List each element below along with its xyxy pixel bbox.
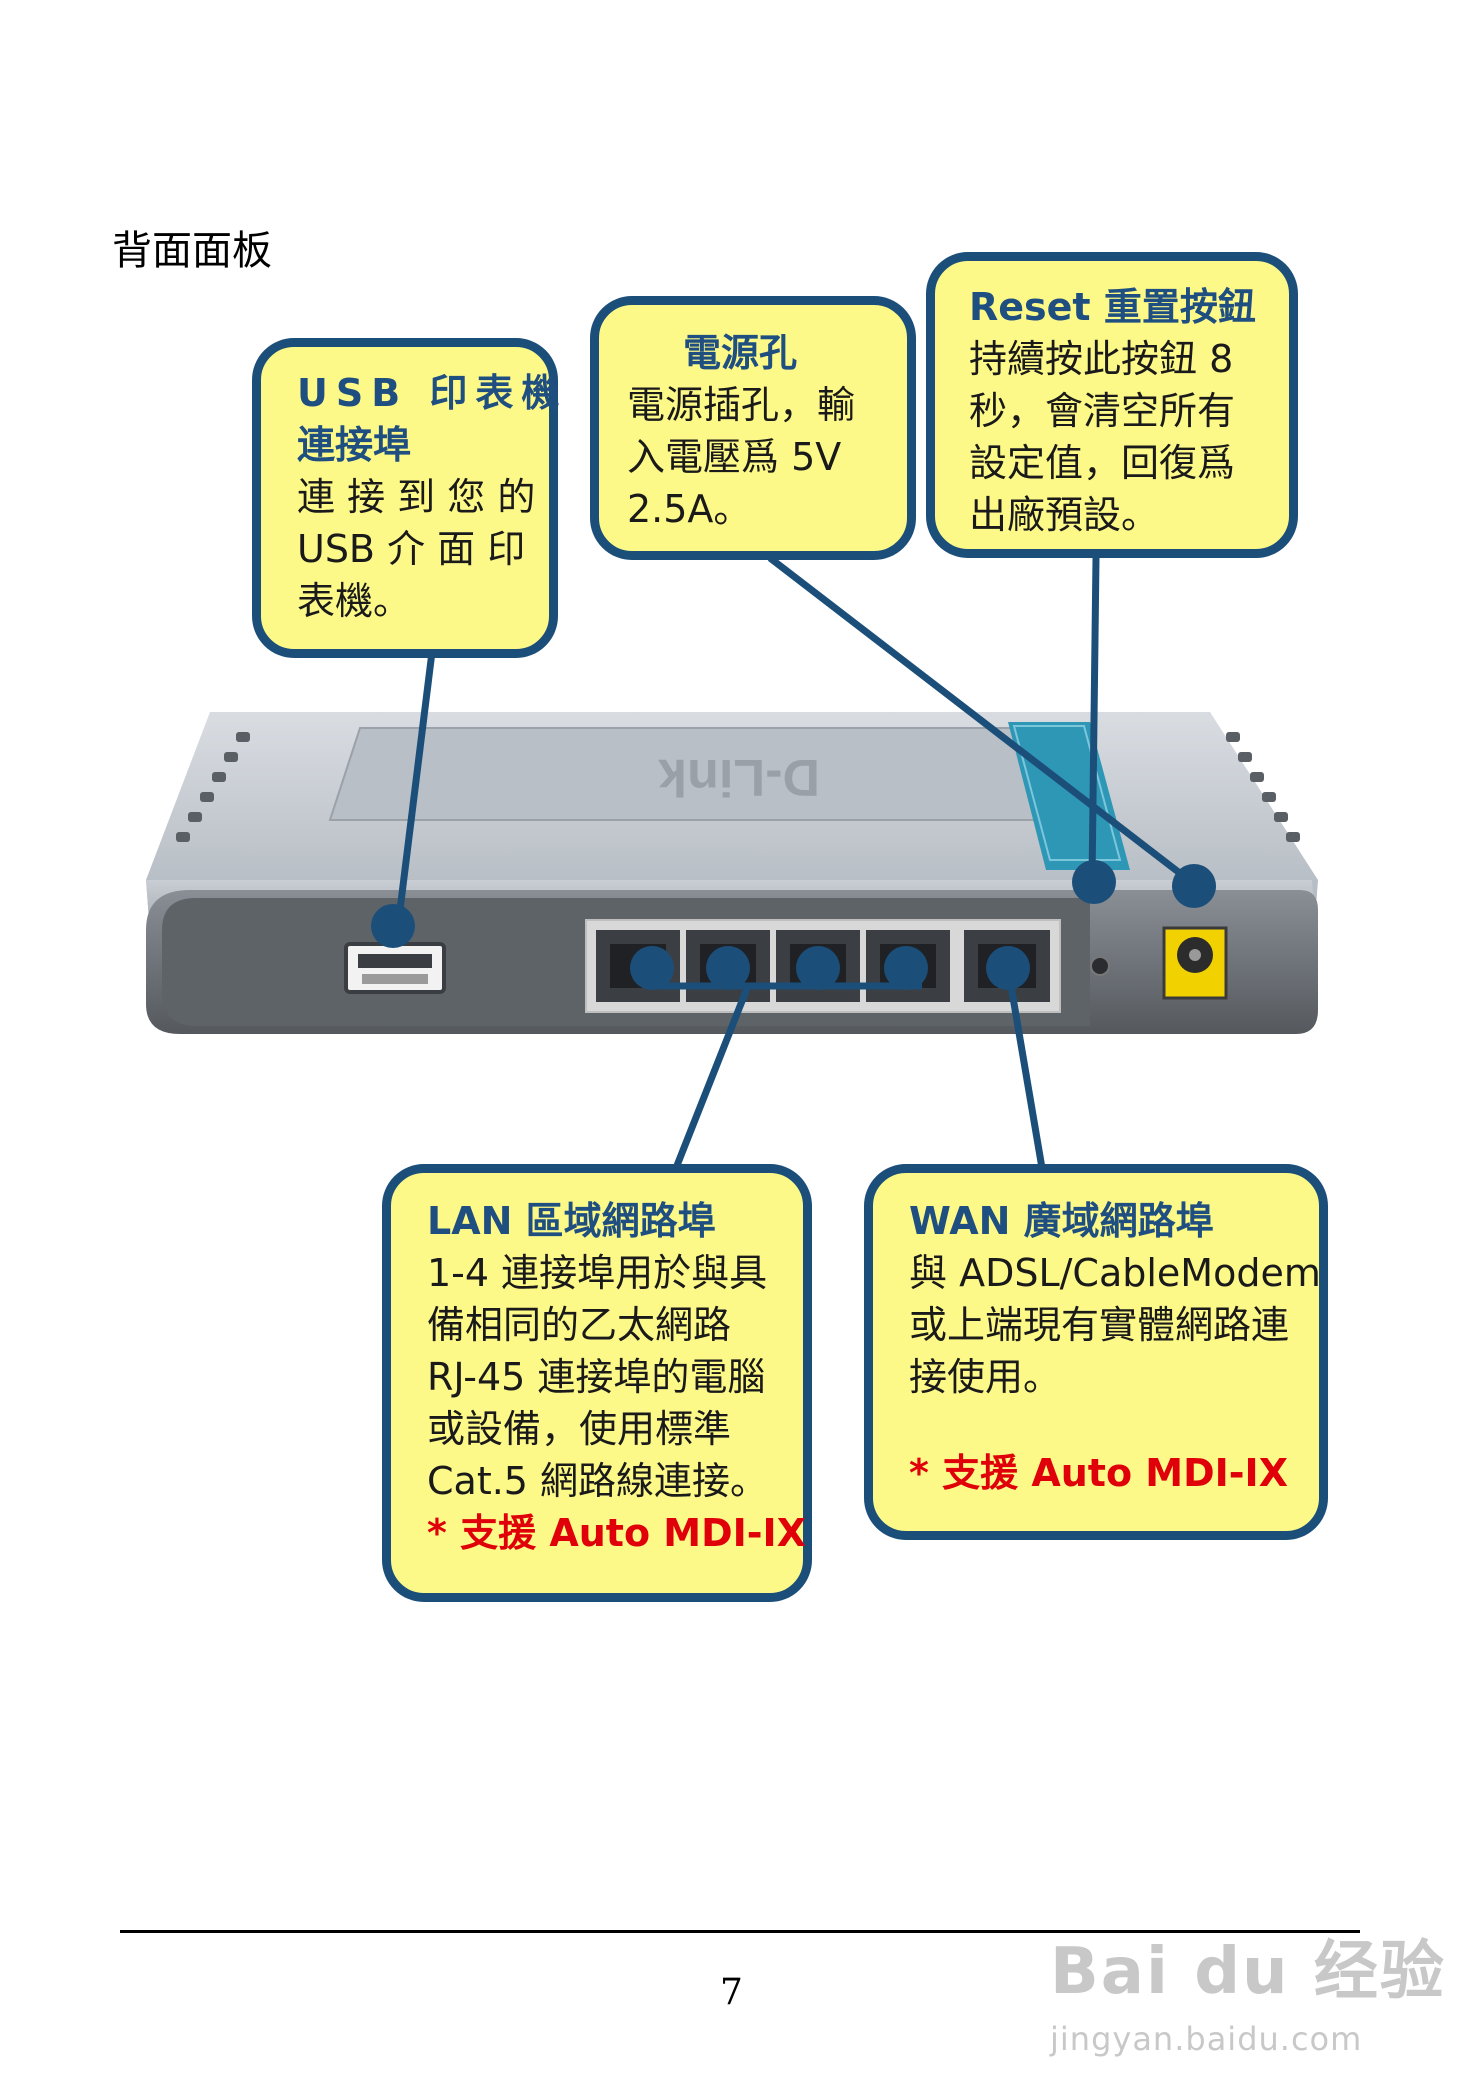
lan-callout-line: 或設備，使用標準 [427, 1407, 732, 1451]
wan-callout: WAN 廣域網路埠 與 ADSL/CableModem 或上端現有實體網路連 接… [864, 1164, 1328, 1540]
lan-callout: LAN 區域網路埠 1-4 連接埠用於與具 備相同的乙太網路 RJ-45 連接埠… [382, 1164, 812, 1602]
baidu-watermark: Bai du 经验 jingyan.baidu.com [1050, 1920, 1446, 2058]
wan-callout-line: 或上端現有實體網路連 [909, 1303, 1290, 1347]
reset-callout: Reset 重置按鈕 持續按此按鈕 8 秒，會清空所有 設定值，回復爲 出廠預設… [926, 252, 1298, 558]
router-logo: D-Link [658, 748, 820, 806]
lan-callout-line: Cat.5 網路線連接。 [427, 1459, 769, 1503]
reset-hole [1090, 956, 1110, 976]
usb-callout: USB 印表機 連接埠 連 接 到 您 的 USB 介 面 印 表機。 [252, 338, 568, 658]
wan-callout-line: 與 ADSL/CableModem [909, 1251, 1321, 1295]
power-callout-line: 2.5A。 [627, 487, 752, 531]
power-callout-line: 入電壓爲 5V [627, 435, 842, 479]
usb-callout-line: 連 接 到 您 的 [297, 475, 536, 519]
lan-callout-line: 1-4 連接埠用於與具 [427, 1251, 768, 1295]
right-vents [1226, 732, 1300, 842]
usb-callout-title-2: 連接埠 [297, 423, 412, 467]
power-callout: 電源孔 電源插孔，輸 入電壓爲 5V 2.5A。 [590, 296, 916, 560]
reset-callout-line: 秒，會清空所有 [969, 389, 1236, 433]
reset-callout-line: 持續按此按鈕 8 [969, 337, 1234, 381]
lan-callout-title: LAN 區域網路埠 [427, 1199, 716, 1243]
power-callout-title: 電源孔 [683, 331, 798, 375]
wan-callout-note: * 支援 Auto MDI-IX [909, 1451, 1288, 1495]
wan-callout-title: WAN 廣域網路埠 [909, 1199, 1214, 1243]
watermark-url: jingyan.baidu.com [1050, 2020, 1363, 2058]
reset-callout-line: 設定值，回復爲 [969, 441, 1236, 485]
usb-callout-title: USB 印表機 [297, 371, 568, 415]
page-number: 7 [720, 1972, 743, 2013]
reset-callout-line: 出廠預設。 [969, 493, 1160, 537]
lan-callout-note: * 支援 Auto MDI-IX [427, 1511, 806, 1555]
usb-callout-line: USB 介 面 印 [297, 527, 526, 571]
left-vents [176, 732, 250, 842]
usb-callout-line: 表機。 [297, 579, 412, 623]
footer-rule [120, 1930, 1360, 1933]
lan-callout-line: RJ-45 連接埠的電腦 [427, 1355, 766, 1399]
section-title: 背面面板 [112, 228, 272, 274]
wan-callout-line: 接使用。 [909, 1355, 1062, 1399]
lan-callout-line: 備相同的乙太網路 [427, 1303, 732, 1347]
reset-callout-title: Reset 重置按鈕 [969, 285, 1256, 329]
watermark-brand: Bai du 经验 [1050, 1935, 1446, 2009]
power-callout-line: 電源插孔，輸 [627, 383, 856, 427]
wan-port [964, 930, 1050, 1002]
